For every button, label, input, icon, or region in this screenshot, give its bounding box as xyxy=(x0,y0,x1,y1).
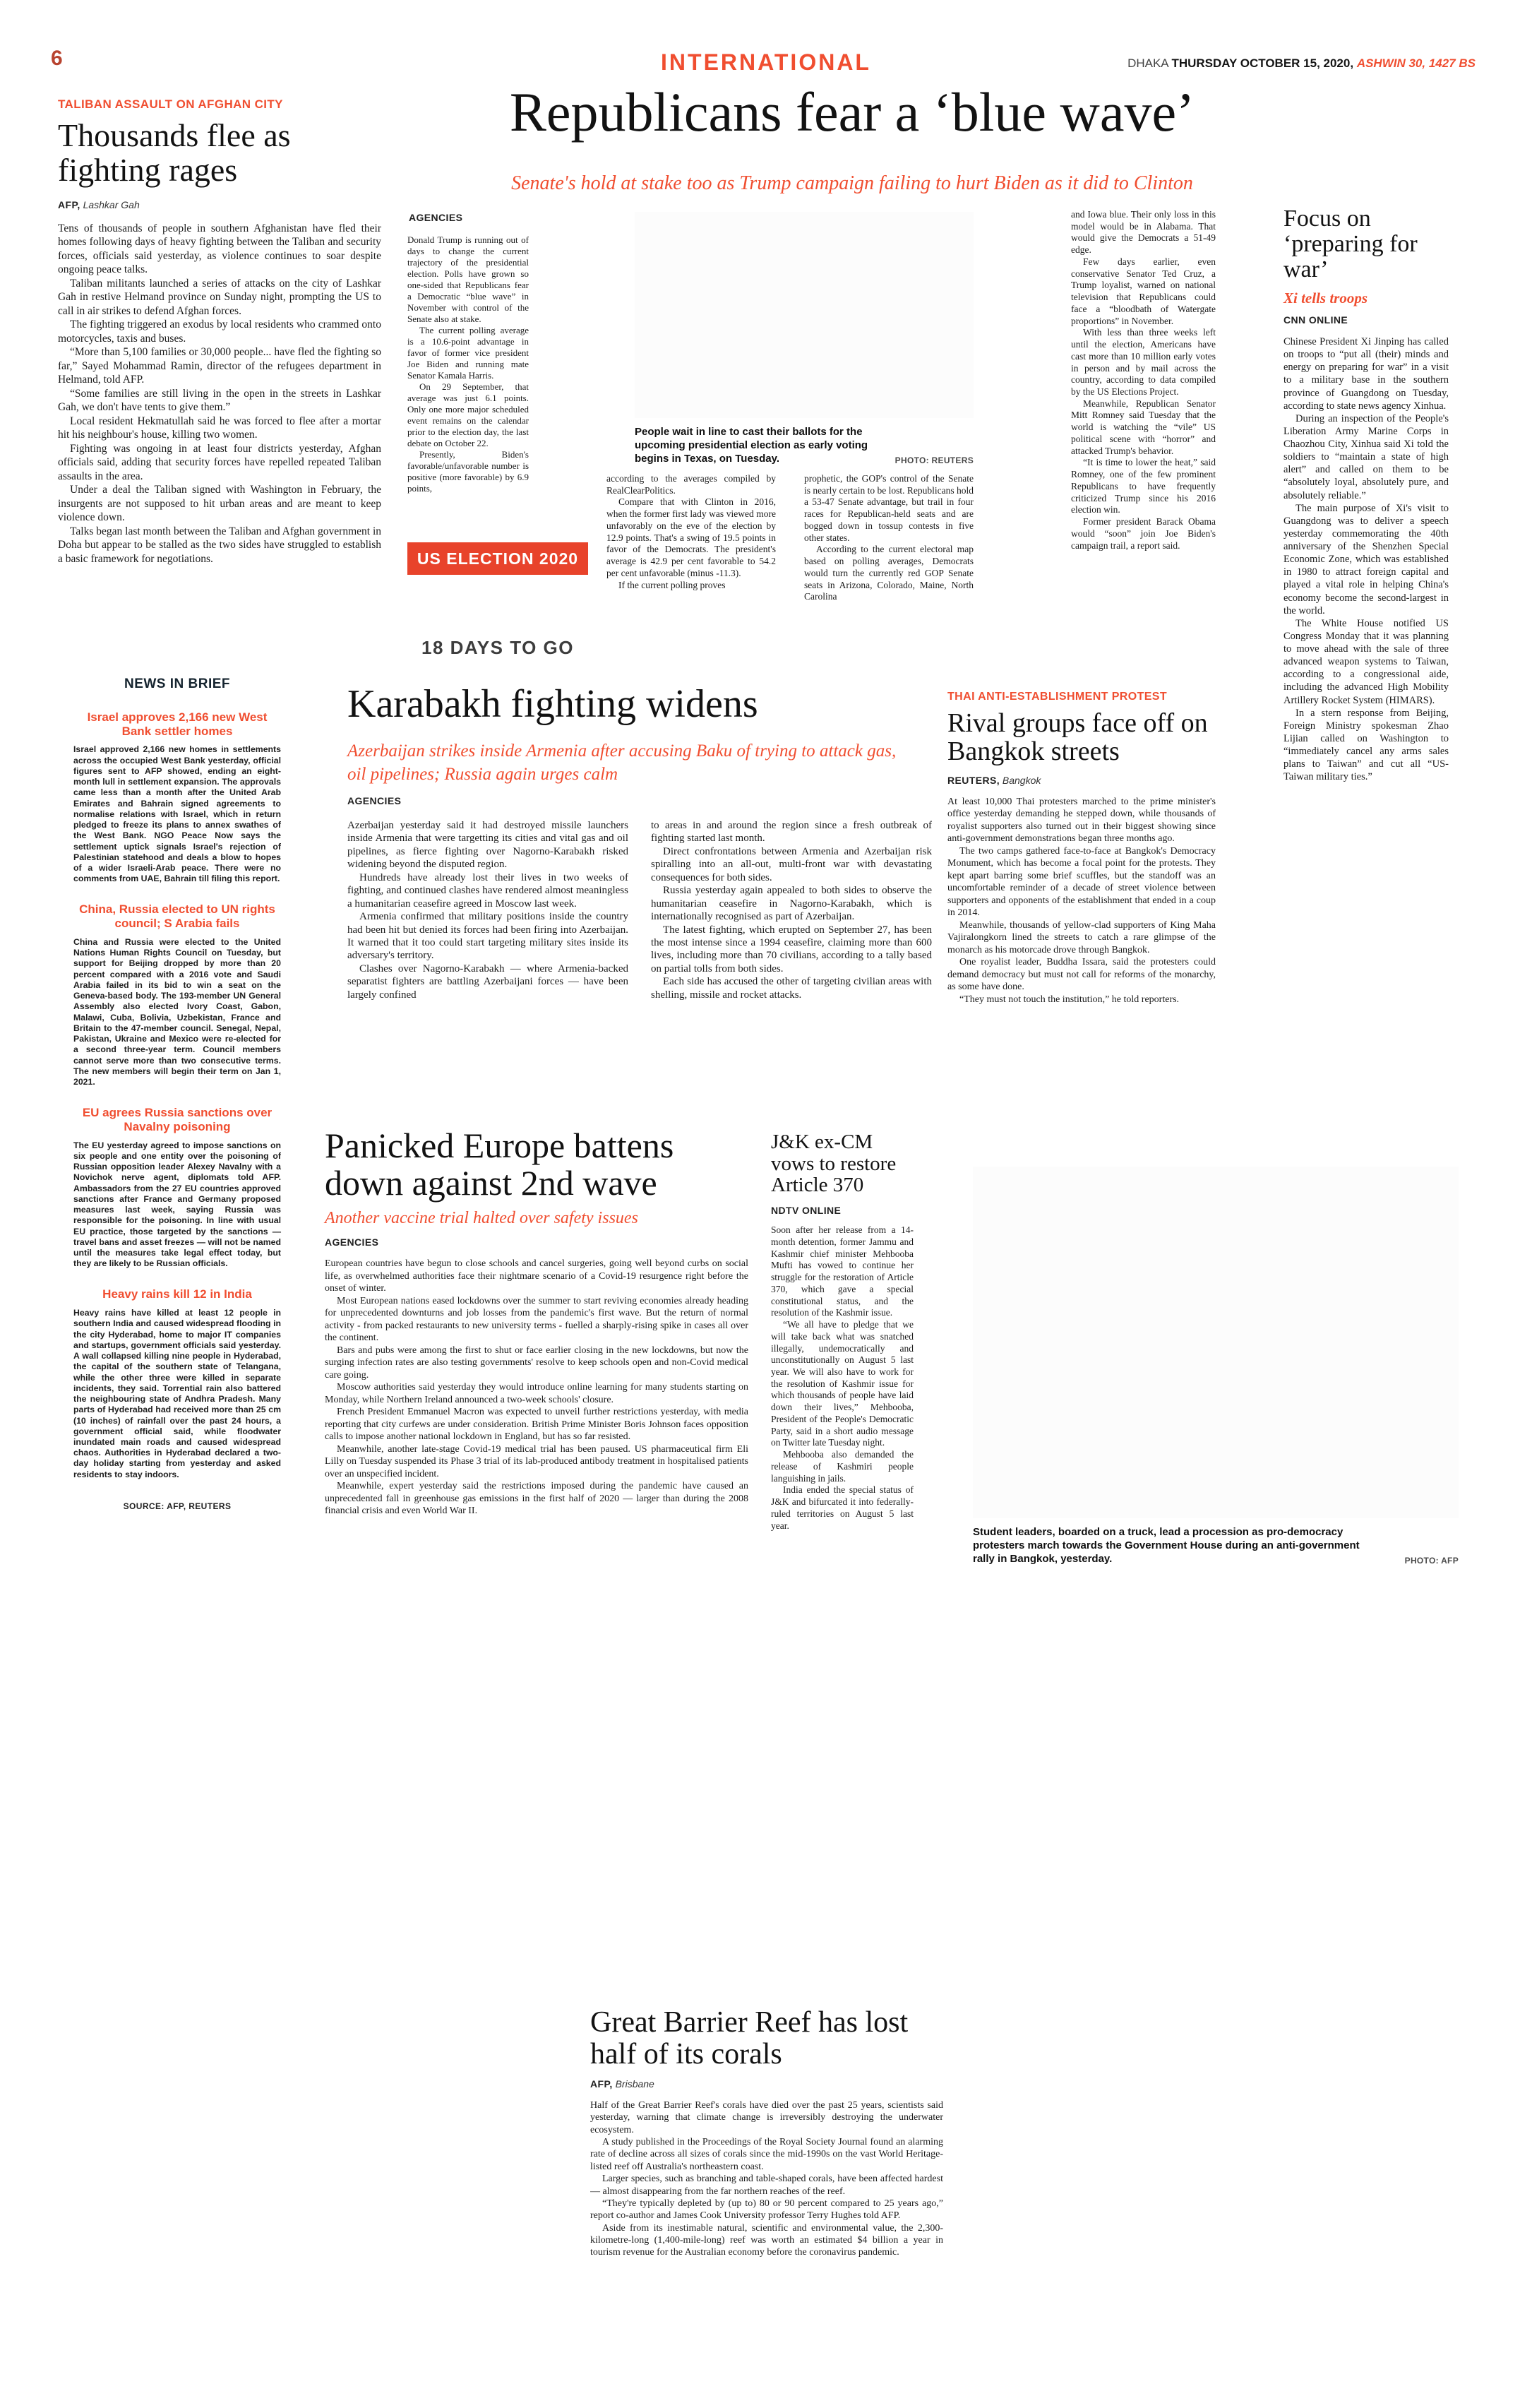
story-bluewave: Republicans fear a ‘blue wave’ Senate's … xyxy=(407,83,1297,680)
brief-item: Israel approves 2,166 new West Bank sett… xyxy=(73,710,281,884)
xi-deck: Xi tells troops xyxy=(1283,290,1368,307)
brief-item-body: Israel approved 2,166 new homes in settl… xyxy=(73,744,281,884)
europe-byline: AGENCIES xyxy=(325,1236,748,1248)
karabakh-byline-src: AGENCIES xyxy=(347,795,402,806)
thai-byline-src: REUTERS, xyxy=(947,774,1000,786)
story-karabakh: Karabakh fighting widens Azerbaijan stri… xyxy=(347,682,932,1146)
reef-byline-src: AFP, xyxy=(590,2078,613,2090)
story-reef: Great Barrier Reef has lost half of its … xyxy=(590,2007,943,2382)
karabakh-byline: AGENCIES xyxy=(347,795,401,806)
afghan-byline-place: Lashkar Gah xyxy=(83,198,140,210)
afghan-headline: Thousands flee as fighting rages xyxy=(58,117,291,188)
reef-byline-place: Brisbane xyxy=(615,2078,654,2090)
brief-item-heading: Israel approves 2,166 new West Bank sett… xyxy=(87,710,268,738)
jk-byline: NDTV ONLINE xyxy=(771,1205,914,1216)
afghan-byline-src: AFP, xyxy=(58,198,80,210)
karabakh-deck: Azerbaijan strikes inside Armenia after … xyxy=(347,741,897,784)
brief-title: NEWS IN BRIEF xyxy=(124,676,231,691)
story-xi: Focus on ‘preparing for war’ Xi tells tr… xyxy=(1283,205,1449,1084)
news-in-brief: NEWS IN BRIEF Israel approves 2,166 new … xyxy=(73,676,281,1511)
reef-body: Half of the Great Barrier Reef's corals … xyxy=(590,2100,943,2258)
thai-headline: Rival groups face off on Bangkok streets xyxy=(947,708,1208,767)
election-photo-credit: PHOTO: REUTERS xyxy=(894,455,974,465)
bangkok-photo-caption: Student leaders, boarded on a truck, lea… xyxy=(973,1526,1360,1566)
brief-item-body: Heavy rains have killed at least 12 peop… xyxy=(73,1308,281,1479)
europe-body: European countries have begun to close s… xyxy=(325,1258,748,1516)
brief-item-body: China and Russia were elected to the Uni… xyxy=(73,936,281,1087)
jk-headline: J&K ex-CM vows to restore Article 370 xyxy=(771,1131,897,1197)
xi-body: Chinese President Xi Jinping has called … xyxy=(1283,336,1449,783)
story-thai: THAI ANTI-ESTABLISHMENT PROTEST Rival gr… xyxy=(947,691,1216,1131)
brief-item-heading: China, Russia elected to UN rights counc… xyxy=(79,902,275,931)
bluewave-col-d: and Iowa blue. Their only loss in this m… xyxy=(1071,209,1216,551)
brief-item: China, Russia elected to UN rights counc… xyxy=(73,902,281,1087)
xi-headline: Focus on ‘preparing for war’ xyxy=(1283,205,1418,283)
bluewave-deck: Senate's hold at stake too as Trump camp… xyxy=(511,172,1193,194)
page-number: 6 xyxy=(51,47,63,70)
xi-byline-src: CNN ONLINE xyxy=(1283,314,1348,326)
thai-byline: REUTERS, Bangkok xyxy=(947,775,1216,786)
afghan-byline: AFP, Lashkar Gah xyxy=(58,199,381,210)
jk-body: Soon after her release from a 14-month d… xyxy=(771,1224,914,1531)
reef-byline: AFP, Brisbane xyxy=(590,2078,943,2090)
bluewave-col-c: prophetic, the GOP's control of the Sena… xyxy=(804,473,974,602)
brief-item-heading: Heavy rains kill 12 in India xyxy=(102,1287,252,1301)
karabakh-col-2: to areas in and around the region since … xyxy=(651,820,932,1001)
europe-byline-src: AGENCIES xyxy=(325,1236,379,1248)
election-queue-photo xyxy=(635,212,974,418)
brief-item: EU agrees Russia sanctions over Navalny … xyxy=(73,1106,281,1269)
story-jk: J&K ex-CM vows to restore Article 370 ND… xyxy=(771,1131,914,1719)
bangkok-photo-caption-wrap: Student leaders, boarded on a truck, lea… xyxy=(973,1525,1459,1566)
brief-item-body: The EU yesterday agreed to impose sancti… xyxy=(73,1140,281,1269)
europe-deck: Another vaccine trial halted over safety… xyxy=(325,1209,638,1227)
bluewave-byline: AGENCIES xyxy=(409,212,462,223)
election-photo-caption-wrap: People wait in line to cast their ballot… xyxy=(635,425,974,466)
dateline: DHAKA THURSDAY OCTOBER 15, 2020, ASHWIN … xyxy=(840,56,1476,71)
europe-headline: Panicked Europe battens down against 2nd… xyxy=(325,1126,674,1203)
us-election-2020-box: US ELECTION 2020 xyxy=(407,542,588,575)
xi-byline: CNN ONLINE xyxy=(1283,314,1449,326)
story-europe: Panicked Europe battens down against 2nd… xyxy=(325,1127,748,1710)
dateline-date: THURSDAY OCTOBER 15, 2020, xyxy=(1171,56,1354,70)
bluewave-col-b: according to the averages compiled by Re… xyxy=(606,473,776,590)
karabakh-col-1: Azerbaijan yesterday said it had destroy… xyxy=(347,820,628,1001)
dateline-alt: ASHWIN 30, 1427 BS xyxy=(1356,56,1476,70)
thai-byline-place: Bangkok xyxy=(1002,774,1041,786)
bangkok-rally-photo xyxy=(973,1167,1459,1518)
brief-source: SOURCE: AFP, REUTERS xyxy=(123,1501,232,1511)
section-title: INTERNATIONAL xyxy=(661,49,871,75)
brief-item: Heavy rains kill 12 in India Heavy rains… xyxy=(73,1287,281,1479)
bluewave-col-a: Donald Trump is running out of days to c… xyxy=(407,234,529,494)
bluewave-headline: Republicans fear a ‘blue wave’ xyxy=(509,81,1195,143)
thai-kicker: THAI ANTI-ESTABLISHMENT PROTEST xyxy=(947,691,1168,703)
election-photo-caption: People wait in line to cast their ballot… xyxy=(635,426,868,465)
dateline-city: DHAKA xyxy=(1127,56,1168,70)
jk-byline-src: NDTV ONLINE xyxy=(771,1205,842,1217)
brief-item-heading: EU agrees Russia sanctions over Navalny … xyxy=(82,1106,273,1133)
thai-body: At least 10,000 Thai protesters marched … xyxy=(947,796,1216,1005)
bluewave-byline-src: AGENCIES xyxy=(409,212,463,223)
karabakh-headline: Karabakh fighting widens xyxy=(347,682,758,726)
afghan-kicker: TALIBAN ASSAULT ON AFGHAN CITY xyxy=(58,97,283,111)
bangkok-photo-credit: PHOTO: AFP xyxy=(1404,1555,1459,1566)
story-afghan: TALIBAN ASSAULT ON AFGHAN CITY Thousands… xyxy=(58,97,381,652)
days-to-go-label: 18 DAYS TO GO xyxy=(421,637,575,658)
afghan-body: Tens of thousands of people in southern … xyxy=(58,222,381,565)
reef-headline: Great Barrier Reef has lost half of its … xyxy=(590,2006,909,2070)
